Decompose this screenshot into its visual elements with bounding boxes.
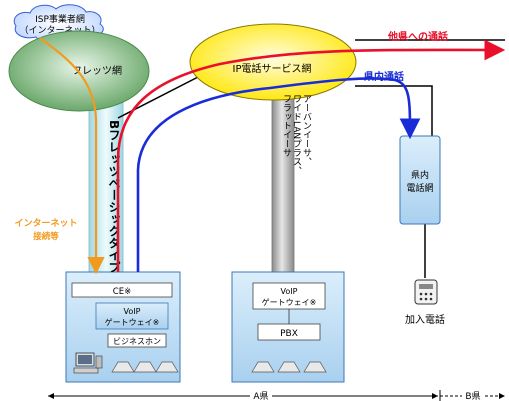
internet-access-arrow: [39, 37, 105, 275]
voip-gw-left-label-2: ゲートウェイ※: [105, 317, 160, 327]
ip-phone-network-label: IP電話サービス網: [233, 62, 312, 75]
pbx-label: PBX: [280, 329, 298, 339]
phone-set-icon: [111, 361, 179, 373]
local-net-label-2: 電話網: [406, 182, 433, 194]
voip-gw-left-label-1: VoIP: [124, 307, 141, 316]
internet-access-label-2: 接続等: [33, 231, 59, 242]
isp-label-1: ISP事業者網: [35, 13, 85, 25]
computer-icon: [73, 352, 103, 374]
pbx-phones-icon: [251, 361, 327, 373]
flets-network-label: フレッツ網: [72, 64, 122, 77]
link-ip-local: [355, 85, 433, 136]
subscriber-phone-icon: [414, 279, 438, 305]
business-phone-label: ビジネスホン: [113, 337, 161, 346]
urban-label-2: ワイドLANプラス、: [291, 94, 302, 175]
voip-gw-right-label-2: ゲートウェイ※: [262, 297, 317, 307]
other-pref-call-arrow: [116, 39, 506, 272]
local-net-label-1: 県内: [411, 169, 429, 181]
pref-a-label: A県: [253, 391, 268, 401]
urban-label-1: アーバンイーサ、: [301, 94, 312, 166]
ce-box: [71, 282, 173, 298]
pref-b-label: B県: [465, 391, 480, 401]
business-phone-box: [107, 333, 167, 348]
voip-gw-left-box: [95, 302, 169, 330]
in-pref-call-arrow: [136, 77, 421, 272]
voip-gw-right-label-1: VoIP: [281, 287, 298, 296]
urban-label-3: フラットイーサ: [281, 94, 292, 157]
pbx-box: [257, 323, 321, 341]
isp-label-2: （インターネット）: [19, 25, 100, 36]
internet-access-label-1: インターネット: [14, 217, 77, 229]
in-pref-call-label: 県内通話: [364, 70, 404, 83]
ip-phone-network: [189, 23, 357, 101]
voip-gw-right-box: [252, 282, 326, 310]
ce-label: CE※: [113, 287, 131, 297]
other-pref-call-label: 他県への通話: [387, 30, 448, 43]
subscriber-phone-label: 加入電話: [405, 313, 445, 326]
